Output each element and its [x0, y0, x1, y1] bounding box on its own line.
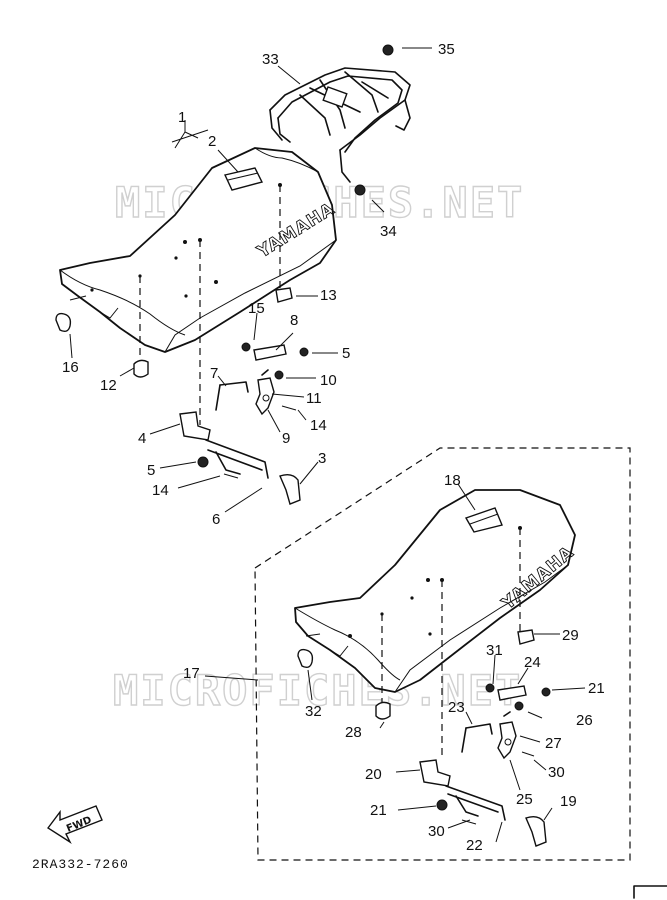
- callout-labels: 1 2 3 4 5 5 6 7 8 9 10 11 12 13 14 14 15…: [62, 41, 605, 854]
- callout-29: 29: [562, 627, 579, 644]
- callout-6: 6: [212, 511, 220, 528]
- callout-7: 7: [210, 365, 218, 382]
- callout-35: 35: [438, 41, 455, 58]
- lower-leader-lines: [204, 483, 586, 843]
- callout-34: 34: [380, 223, 397, 240]
- callout-26: 26: [576, 712, 593, 729]
- carrier-rack: [269, 67, 411, 183]
- callout-5b: 5: [147, 462, 155, 479]
- callout-15: 15: [248, 300, 265, 317]
- callout-21b: 21: [370, 802, 387, 819]
- callout-17: 17: [183, 665, 200, 682]
- callout-30b: 30: [428, 823, 445, 840]
- callout-12: 12: [100, 377, 117, 394]
- callout-20: 20: [365, 766, 382, 783]
- callout-1: 1: [178, 109, 186, 126]
- callout-16: 16: [62, 359, 79, 376]
- callout-32: 32: [305, 703, 322, 720]
- seat-upper: YAMAHA: [59, 147, 339, 353]
- callout-11: 11: [306, 390, 322, 407]
- callout-8: 8: [290, 312, 298, 329]
- callout-4: 4: [138, 430, 146, 447]
- bolt-35: [382, 44, 394, 56]
- callout-13: 13: [320, 287, 337, 304]
- document-code: 2RA332-7260: [32, 857, 129, 872]
- callout-27: 27: [545, 735, 562, 752]
- callout-23: 23: [448, 699, 465, 716]
- callout-21a: 21: [588, 680, 605, 697]
- optional-seat-frame: [254, 447, 631, 861]
- callout-2: 2: [208, 133, 216, 150]
- lower-small-parts: [297, 629, 551, 847]
- callout-14b: 14: [152, 482, 169, 499]
- callout-10: 10: [320, 372, 337, 389]
- callout-33: 33: [262, 51, 279, 68]
- callout-22: 22: [466, 837, 483, 854]
- callout-5a: 5: [342, 345, 350, 362]
- upper-leader-lines: [69, 47, 432, 513]
- callout-3: 3: [318, 450, 326, 467]
- bolt-34: [354, 184, 366, 196]
- upper-small-parts: [55, 287, 309, 505]
- callout-31: 31: [486, 642, 503, 659]
- forward-direction-arrow: FWD: [46, 805, 103, 844]
- callout-19: 19: [560, 793, 577, 810]
- callout-30a: 30: [548, 764, 565, 781]
- callout-18: 18: [444, 472, 461, 489]
- callout-25: 25: [516, 791, 533, 808]
- callout-9: 9: [282, 430, 290, 447]
- watermark-bottom: MICROFICHES.NET: [113, 666, 522, 715]
- callout-14a: 14: [310, 417, 327, 434]
- callout-24: 24: [524, 654, 541, 671]
- callout-28: 28: [345, 724, 362, 741]
